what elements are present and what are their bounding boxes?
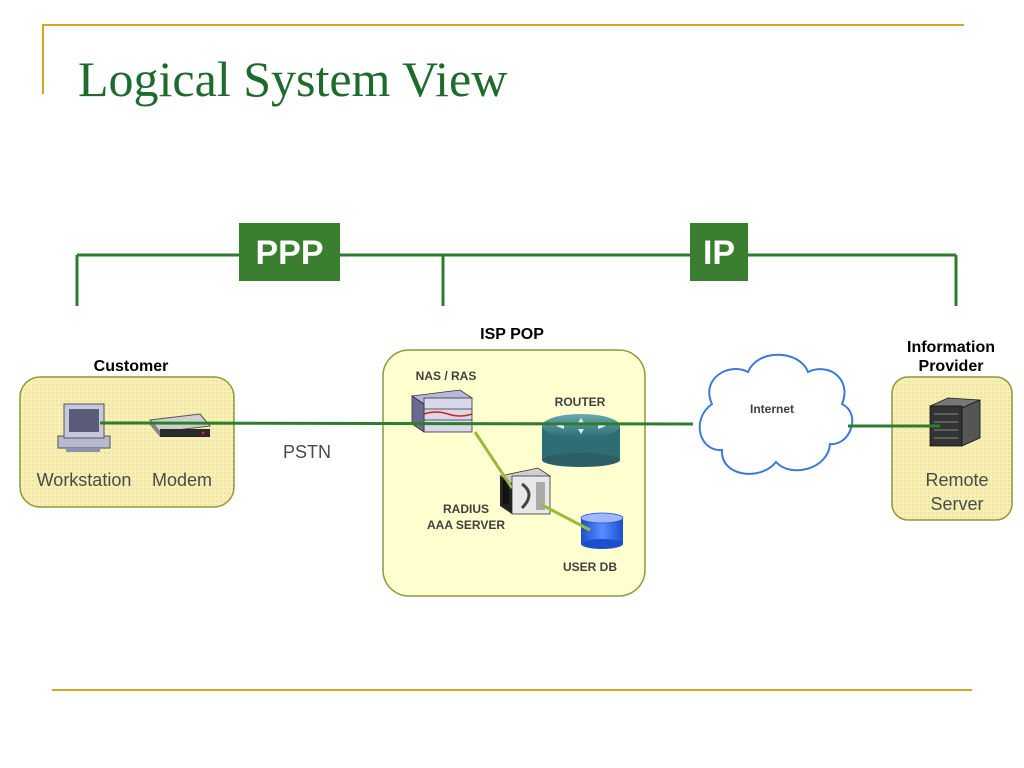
router-icon (542, 414, 620, 467)
nas-label: NAS / RAS (416, 369, 477, 383)
internet-label: Internet (750, 402, 794, 416)
radius-server-icon (498, 467, 552, 515)
database-icon (580, 512, 624, 549)
router-label: ROUTER (555, 395, 606, 409)
radius-label-line2: AAA SERVER (427, 518, 505, 532)
modem-label: Modem (152, 470, 212, 490)
server-label-line1: Remote (925, 470, 988, 490)
radius-label-line1: RADIUS (443, 502, 489, 516)
ip-badge: IP (690, 223, 748, 281)
left-accent-line (42, 24, 44, 94)
main-link-line (99, 421, 694, 426)
isp-pop-zone: ISP POP NAS / RAS ROUTER (382, 326, 646, 597)
provider-title-line1: Information (907, 339, 995, 356)
pstn-label: PSTN (283, 442, 331, 462)
nas-radius-link (473, 431, 514, 489)
server-icon (929, 397, 981, 447)
protocol-spans: PPP IP (75, 223, 958, 306)
server-label-line2: Server (930, 494, 983, 514)
provider-zone: Information Provider Remote Server (891, 339, 1013, 521)
workstation-label: Workstation (37, 470, 132, 490)
bottom-accent-line (52, 689, 972, 691)
ppp-badge: PPP (239, 223, 340, 281)
workstation-icon (57, 403, 111, 452)
userdb-label: USER DB (563, 560, 617, 574)
slide-title: Logical System View (78, 51, 508, 107)
customer-title: Customer (94, 358, 169, 375)
provider-title-line2: Provider (919, 358, 984, 375)
top-accent-line (42, 24, 964, 26)
ip-label: IP (703, 234, 735, 272)
provider-zone-box (891, 376, 1013, 521)
radius-db-link (541, 503, 591, 532)
customer-zone: Customer Workstation Modem (19, 358, 235, 508)
isp-pop-title: ISP POP (480, 326, 544, 343)
connections (99, 421, 940, 532)
ppp-label: PPP (255, 234, 323, 272)
nas-icon (410, 389, 474, 433)
cloud-icon (698, 353, 854, 475)
